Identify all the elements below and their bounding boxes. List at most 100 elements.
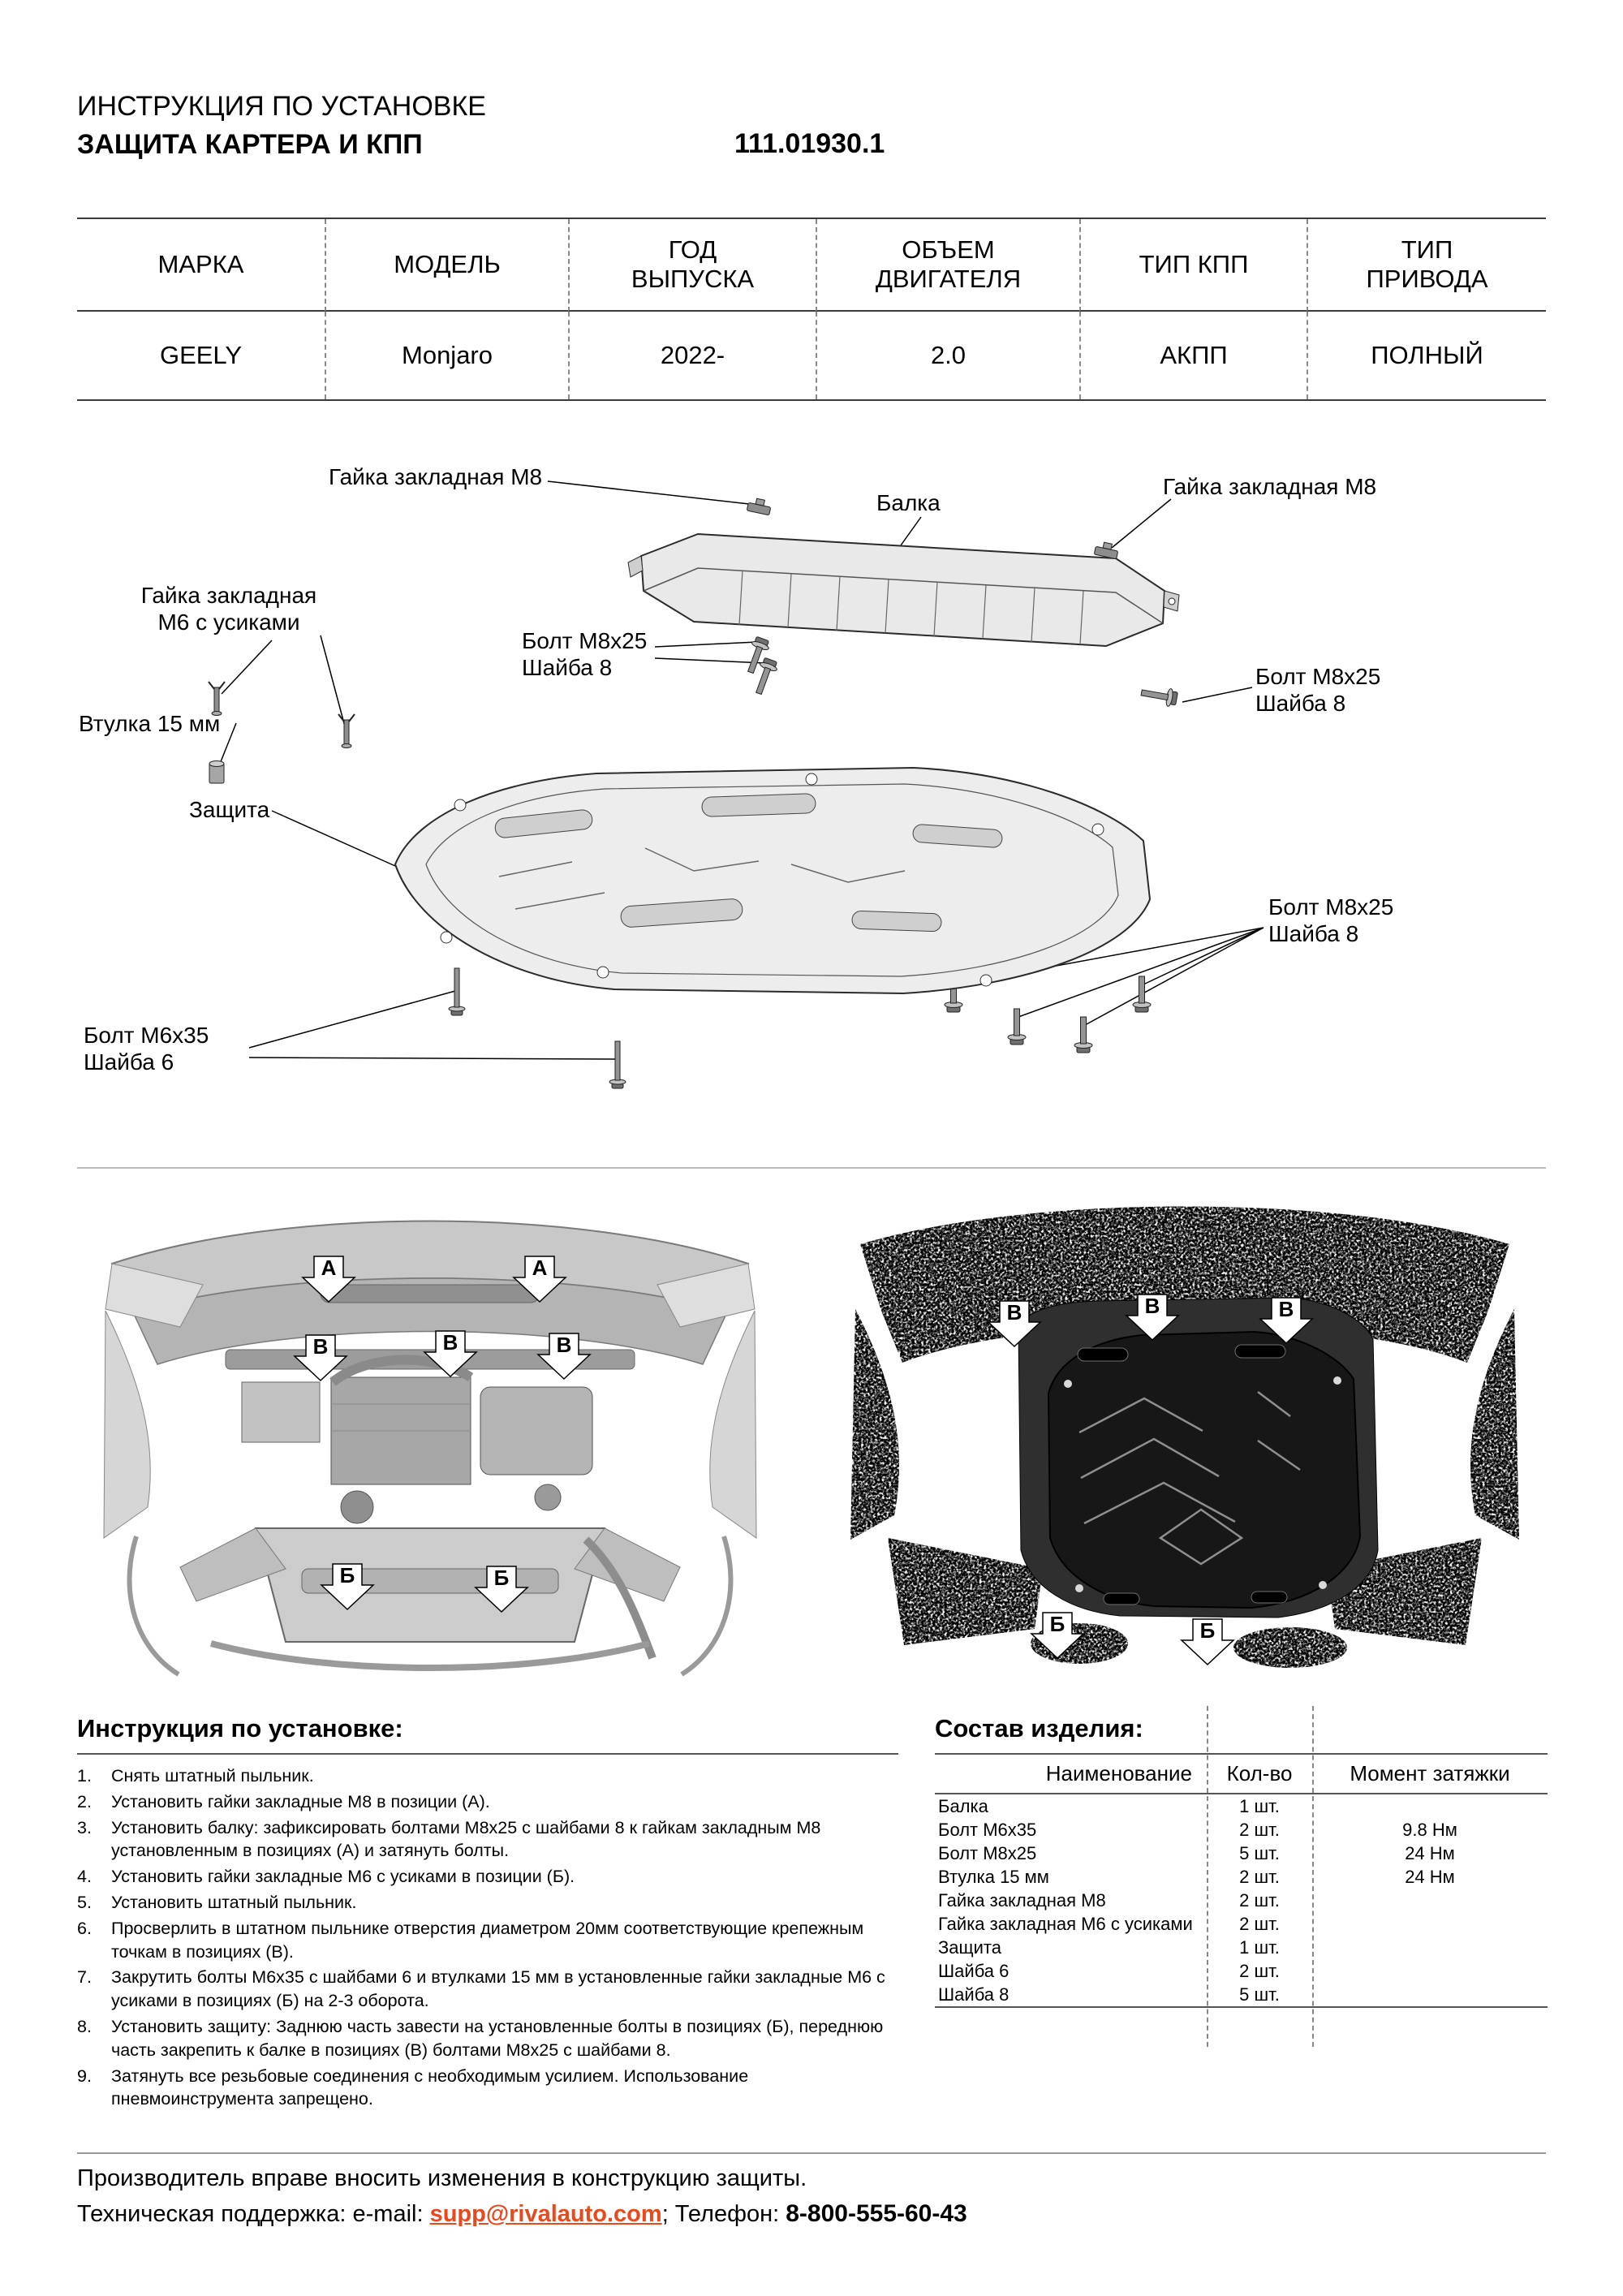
instruction-step: 8.Установить защиту: Заднюю часть завест…: [77, 2015, 898, 2062]
spec-header-engine: ОБЪЕМ ДВИГАТЕЛЯ: [816, 219, 1079, 312]
position-marker-v: В: [988, 1300, 1041, 1347]
position-marker-b: Б: [475, 1566, 528, 1613]
instruction-step: 6.Просверлить в штатном пыльнике отверст…: [77, 1917, 898, 1964]
vehicle-spec-table: МАРКА МОДЕЛЬ ГОД ВЫПУСКА ОБЪЕМ ДВИГАТЕЛЯ…: [77, 218, 1546, 401]
step-number: 5.: [77, 1892, 92, 1912]
parts-row: Гайка закладная М8 2 шт.: [935, 1889, 1548, 1912]
part-qty: 1 шт.: [1239, 1937, 1280, 1958]
position-marker-b: Б: [321, 1563, 374, 1610]
parts-header-qty: Кол-во: [1226, 1761, 1293, 1786]
svg-text:Б: Б: [340, 1563, 355, 1587]
svg-text:В: В: [443, 1330, 458, 1355]
part-torque: [1312, 1936, 1548, 1959]
part-qty: 5 шт.: [1239, 1984, 1280, 2005]
label-shield: Защита: [189, 797, 270, 822]
section-divider: [77, 1167, 1546, 1169]
leader-lines: [219, 480, 1264, 1060]
document-header: ИНСТРУКЦИЯ ПО УСТАНОВКЕ ЗАЩИТА КАРТЕРА И…: [77, 91, 486, 161]
part-name: Шайба 6: [938, 1961, 1010, 1981]
car-front-lineart: [103, 1220, 757, 1677]
spec-header-brand: МАРКА: [77, 219, 325, 312]
bushing-icon: [209, 760, 225, 784]
part-name: Втулка 15 мм: [938, 1867, 1049, 1887]
step-text: Установить гайки закладные М8 в позиции …: [111, 1791, 490, 1811]
part-qty: 1 шт.: [1239, 1796, 1280, 1816]
parts-row: Гайка закладная М6 с усиками 2 шт.: [935, 1912, 1548, 1936]
step-text: Установить штатный пыльник.: [111, 1892, 357, 1912]
instruction-step: 5. Установить штатный пыльник.: [77, 1891, 898, 1915]
installation-photos: А А В В В Б Б: [89, 1189, 1542, 1696]
parts-row: Балка 1 шт.: [935, 1794, 1548, 1818]
installed-shield-plate: [1018, 1297, 1379, 1618]
parts-table: Наименование Кол-во Момент затяжки Балка…: [935, 1753, 1548, 2008]
step-text: Просверлить в штатном пыльнике отверстия…: [111, 1918, 864, 1962]
step-number: 7.: [77, 1967, 92, 1988]
part-name: Болт М6х35: [938, 1820, 1037, 1840]
spec-value-model: Monjaro: [325, 312, 568, 399]
manufacturer-note: Производитель вправе вносить изменения в…: [77, 2165, 807, 2191]
part-name: Гайка закладная М6 с усиками: [938, 1914, 1193, 1934]
installation-instructions: Инструкция по установке: 1.Снять штатный…: [77, 1714, 898, 2113]
part-qty: 2 шт.: [1239, 1867, 1280, 1887]
underbody-lineart-photo: А А В В В Б Б: [103, 1220, 757, 1677]
table-divider: [1207, 1706, 1208, 2047]
step-text: Установить защиту: Заднюю часть завести …: [111, 2016, 884, 2060]
position-marker-v: В: [1259, 1297, 1313, 1344]
position-marker-b: Б: [1031, 1612, 1084, 1659]
label-nut-m6: Гайка закладная М6 с усиками: [140, 583, 317, 635]
part-qty: 2 шт.: [1239, 1890, 1280, 1910]
document-title-line1: ИНСТРУКЦИЯ ПО УСТАНОВКЕ: [77, 91, 486, 122]
svg-text:В: В: [313, 1334, 329, 1359]
step-number: 2.: [77, 1791, 92, 1811]
support-prefix: Техническая поддержка: e-mail:: [77, 2201, 430, 2227]
svg-text:В: В: [1279, 1297, 1294, 1321]
position-marker-b: Б: [1181, 1618, 1234, 1665]
spec-value-drive: ПОЛНЫЙ: [1307, 312, 1546, 399]
label-bolt-m6: Болт М6х35 Шайба 6: [84, 1023, 209, 1075]
part-qty: 2 шт.: [1239, 1914, 1280, 1934]
step-number: 4.: [77, 1867, 92, 1887]
svg-text:Б: Б: [1050, 1612, 1065, 1636]
parts-header-torque: Момент затяжки: [1350, 1761, 1510, 1786]
spec-value-brand: GEELY: [159, 341, 243, 369]
svg-text:Б: Б: [1200, 1618, 1216, 1643]
spec-header-model: МОДЕЛЬ: [325, 219, 568, 312]
part-name: Защита: [938, 1937, 1001, 1958]
part-qty: 2 шт.: [1239, 1961, 1280, 1981]
spec-header-drive: ТИП ПРИВОДА: [1307, 219, 1546, 312]
step-text: Установить гайки закладные М6 с усиками …: [111, 1867, 575, 1887]
part-name: Шайба 8: [938, 1984, 1010, 2005]
instructions-title: Инструкция по установке:: [77, 1714, 898, 1755]
beam-drawing: [627, 532, 1180, 648]
footer-divider: [77, 2152, 1546, 2154]
parts-row: Шайба 8 5 шт.: [935, 1983, 1548, 2006]
part-number: 111.01930.1: [734, 128, 885, 159]
parts-table-header: Наименование Кол-во Момент затяжки: [935, 1755, 1548, 1794]
exploded-view-drawing: [208, 480, 1264, 1089]
support-email-link[interactable]: supp@rivalauto.com: [429, 2201, 662, 2227]
support-phone: 8-800-555-60-43: [786, 2200, 967, 2227]
parts-header-name: Наименование: [1045, 1761, 1192, 1786]
spec-value-transmission: АКПП: [1079, 312, 1307, 399]
part-torque: 24 Нм: [1405, 1867, 1455, 1887]
instruction-step: 2. Установить гайки закладные М8 в позици…: [77, 1790, 898, 1814]
label-bushing: Втулка 15 мм: [79, 711, 221, 736]
instruction-step: 4. Установить гайки закладные М6 с усикам…: [77, 1865, 898, 1889]
support-line: Техническая поддержка: e-mail: supp@riva…: [77, 2200, 967, 2228]
label-bolt-m8-bottom: Болт М8х25 Шайба 8: [1268, 894, 1394, 947]
table-divider: [1312, 1706, 1314, 2047]
position-marker-v: В: [1126, 1294, 1179, 1341]
step-number: 3.: [77, 1817, 92, 1837]
part-name: Балка: [938, 1796, 988, 1816]
label-bolt-m8-right: Болт М8х25 Шайба 8: [1255, 664, 1381, 717]
step-number: 9.: [77, 2066, 92, 2086]
part-name: Гайка закладная М8: [938, 1890, 1106, 1910]
svg-text:А: А: [321, 1256, 337, 1280]
parts-row: Защита 1 шт.: [935, 1936, 1548, 1959]
label-beam: Балка: [876, 490, 941, 515]
part-torque: [1312, 1912, 1548, 1936]
svg-text:В: В: [1007, 1300, 1022, 1325]
parts-row: Шайба 6 2 шт.: [935, 1959, 1548, 1983]
